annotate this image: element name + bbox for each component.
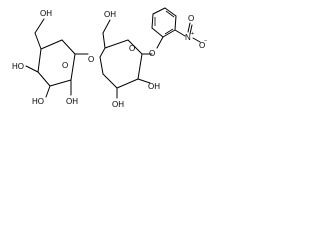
label-o-ring-left: O [62,61,68,70]
label-o-ring-right: O [129,44,135,53]
label-oh-bottom-mid: OH [112,100,124,109]
label-o-nitro-right: O [199,41,205,50]
label-oh-top-left: OH [40,9,52,18]
label-ho-left-ring: HO [12,62,24,71]
label-n-charge: + [191,31,194,37]
right-pyranose-ring [99,19,153,99]
left-pyranose-ring [25,18,89,98]
label-nitrogen: N [185,33,191,42]
label-oh-top-mid: OH [104,10,116,19]
nitrophenyl-ring [151,7,201,49]
label-ho-bottom-left-a: HO [32,97,44,106]
structural-formula: OH HO HO OH O O OH O O OH OH N + O O − [12,7,207,109]
label-oh-bottom-left-b: OH [66,97,78,106]
label-o-nitro-top: O [188,14,194,23]
label-o-phenyl: O [149,49,155,58]
label-oh-right-ring: OH [148,82,160,91]
label-o-glycosidic: O [88,55,94,64]
label-o-charge: − [204,38,207,44]
